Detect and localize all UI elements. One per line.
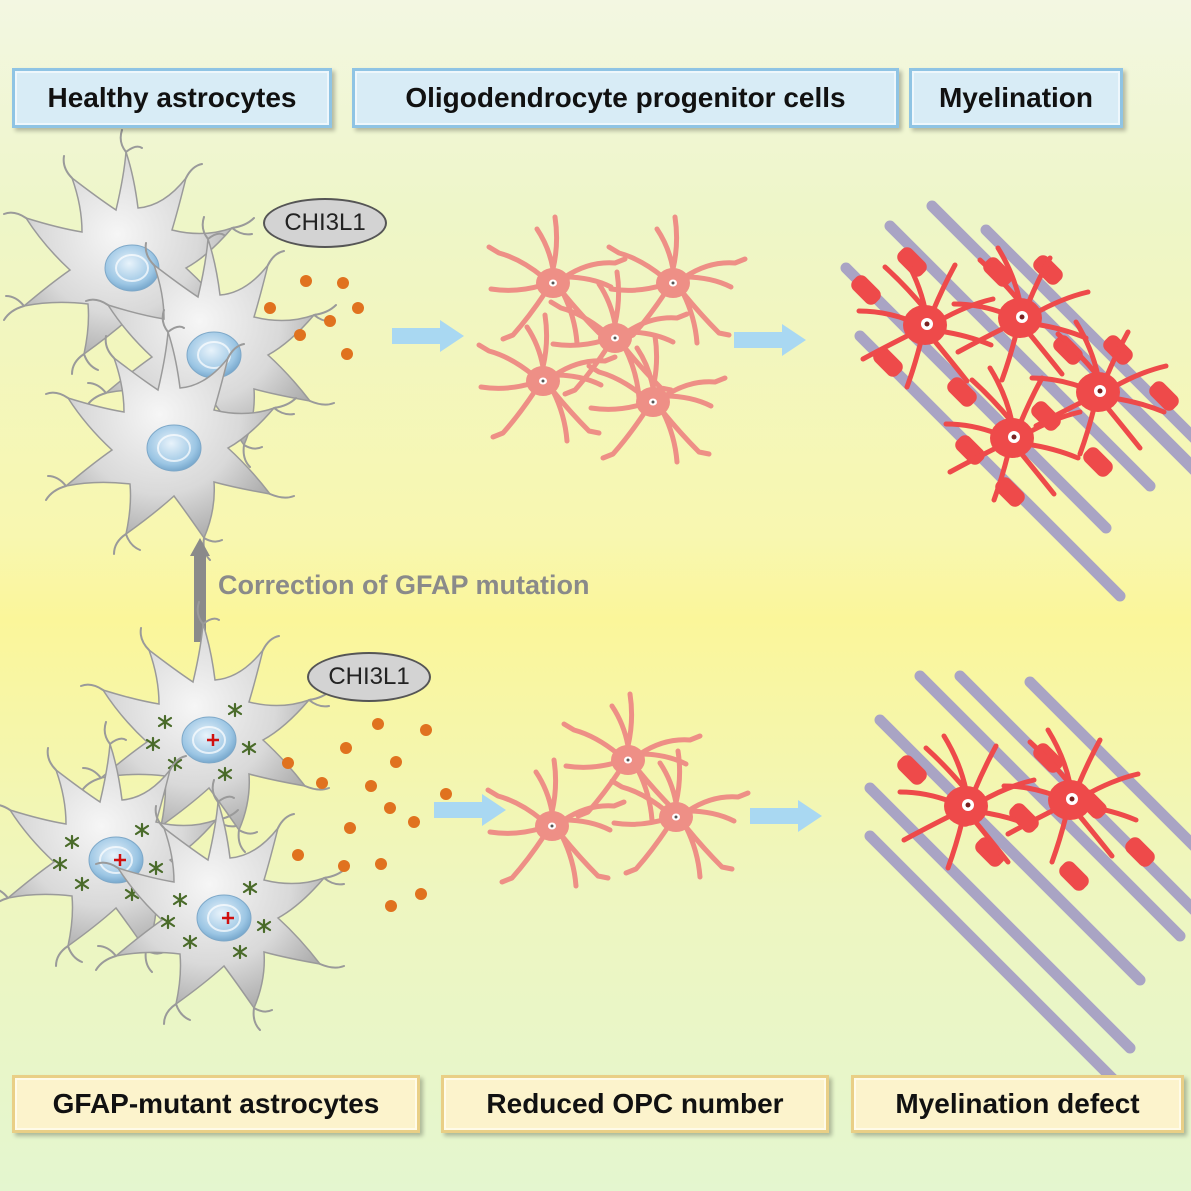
chi3l1-dot-icon	[390, 756, 402, 768]
opc-label: Oligodendrocyte progenitor cells	[352, 68, 899, 128]
myelination-bundle-bottom	[870, 676, 1191, 1096]
myelination-defect-label: Myelination defect	[851, 1075, 1184, 1133]
chi3l1-dot-icon	[365, 780, 377, 792]
chi3l1-dot-icon	[282, 757, 294, 769]
healthy-astrocytes-label: Healthy astrocytes	[12, 68, 332, 128]
right-arrow-icon	[734, 324, 806, 356]
chi3l1-dot-icon	[324, 315, 336, 327]
healthy-astrocyte-group	[3, 129, 337, 561]
chi3l1-label-bottom: CHI3L1	[307, 652, 431, 702]
myelin-segment	[1056, 858, 1092, 894]
axon-bundle-icon	[860, 336, 1120, 596]
mutant-astrocyte-group	[0, 602, 346, 1030]
chi3l1-dot-icon	[384, 802, 396, 814]
right-arrow-icon	[750, 800, 822, 832]
opc-cell-icon	[609, 217, 745, 343]
chi3l1-dot-icon	[385, 900, 397, 912]
myelination-bundle-top	[846, 206, 1191, 596]
chi3l1-dot-icon	[292, 849, 304, 861]
opc-cell-icon	[489, 217, 625, 343]
chi3l1-dot-icon	[338, 860, 350, 872]
opc-cell-icon	[488, 760, 624, 886]
right-arrow-icon	[392, 320, 464, 352]
chi3l1-dot-icon	[415, 888, 427, 900]
chi3l1-dot-icon	[340, 742, 352, 754]
chi3l1-dot-icon	[352, 302, 364, 314]
chi3l1-dots-top	[264, 275, 364, 360]
chi3l1-dot-icon	[337, 277, 349, 289]
chi3l1-dot-icon	[344, 822, 356, 834]
chi3l1-dot-icon	[341, 348, 353, 360]
opc-group-top	[479, 217, 745, 462]
oligodendrocyte-icon	[1004, 730, 1138, 862]
chi3l1-dot-icon	[440, 788, 452, 800]
gfap-mutant-astrocytes-label: GFAP-mutant astrocytes	[12, 1075, 420, 1133]
opc-cell-icon	[589, 336, 725, 462]
chi3l1-dot-icon	[264, 302, 276, 314]
correction-label: Correction of GFAP mutation	[218, 570, 590, 600]
opc-cell-icon	[479, 315, 615, 441]
chi3l1-dot-icon	[300, 275, 312, 287]
chi3l1-dots-bottom	[282, 718, 452, 912]
chi3l1-dot-icon	[316, 777, 328, 789]
myelination-label: Myelination	[909, 68, 1123, 128]
opc-group-bottom	[488, 694, 748, 886]
reduced-opc-label: Reduced OPC number	[441, 1075, 829, 1133]
up-arrow-icon	[190, 538, 210, 642]
axon-bundle-icon	[870, 836, 1130, 1096]
oligodendrocyte-icon	[859, 255, 993, 387]
chi3l1-label-top: CHI3L1	[263, 198, 387, 248]
chi3l1-dot-icon	[372, 718, 384, 730]
chi3l1-dot-icon	[294, 329, 306, 341]
chi3l1-dot-icon	[420, 724, 432, 736]
chi3l1-dot-icon	[408, 816, 420, 828]
chi3l1-dot-icon	[375, 858, 387, 870]
